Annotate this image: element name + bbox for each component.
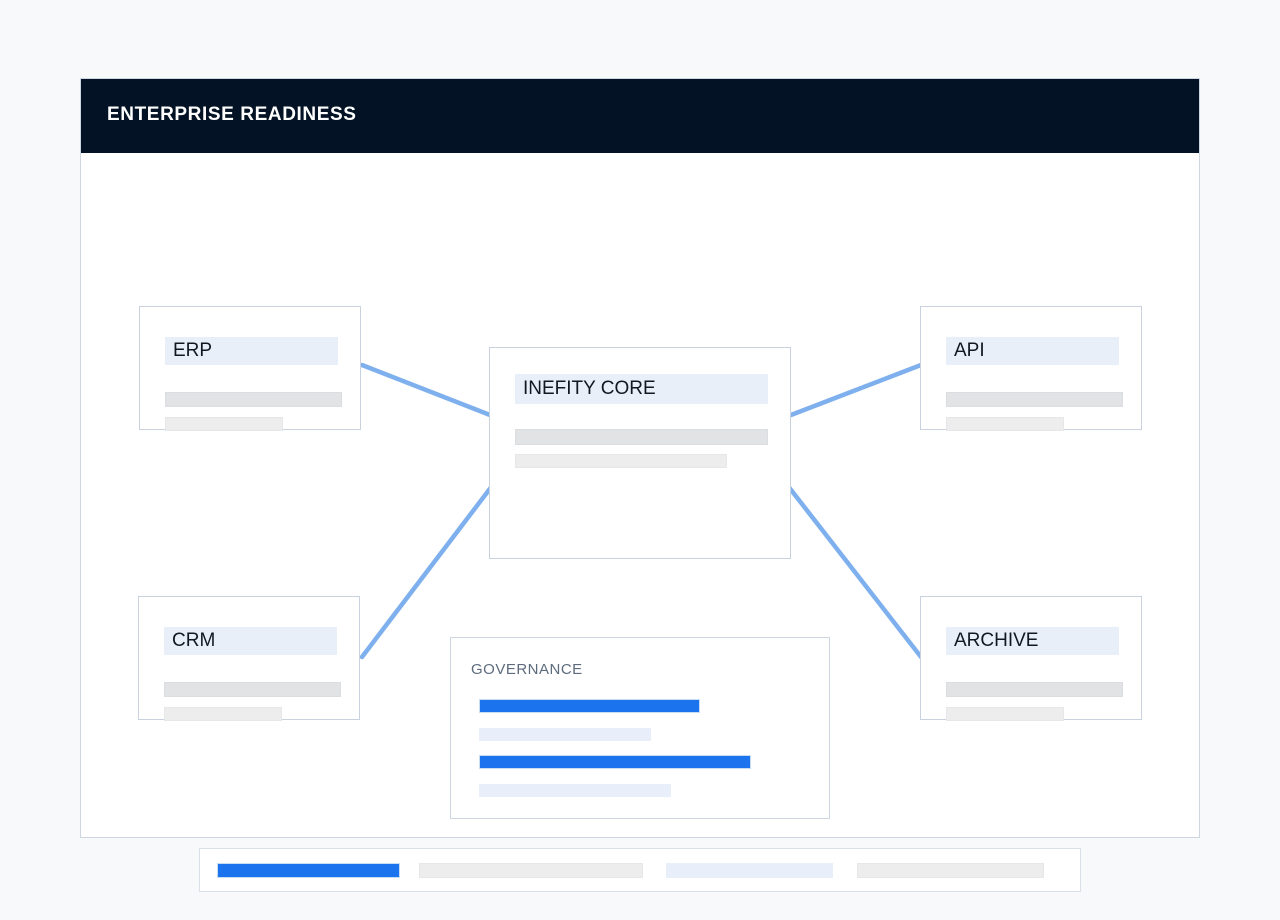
node-archive-placeholder-1 [946,682,1123,697]
node-archive-title: ARCHIVE [946,627,1119,655]
connector-core-to-archive [785,483,924,660]
diagram-frame: ENTERPRISE READINESS ERP API CRM [80,78,1200,892]
node-api-placeholder-2 [946,417,1064,431]
node-api-placeholder-1 [946,392,1123,407]
governance-row-1 [479,699,700,713]
connector-erp-to-core [359,362,493,418]
node-erp-placeholder-2 [165,417,283,431]
node-crm-placeholder-2 [164,707,282,721]
node-archive-placeholder-2 [946,707,1064,721]
status-segment-1[interactable] [217,863,400,878]
governance-title: GOVERNANCE [471,661,583,678]
governance-row-4 [479,784,671,797]
node-core[interactable]: INEFITY CORE [489,347,791,559]
node-crm-placeholder-1 [164,682,341,697]
node-api-title: API [946,337,1119,365]
node-archive[interactable]: ARCHIVE [920,596,1142,721]
node-core-title: INEFITY CORE [515,374,768,404]
node-api[interactable]: API [920,306,1142,431]
panel-governance[interactable]: GOVERNANCE [450,637,830,819]
node-erp[interactable]: ERP [139,306,361,431]
status-segment-3[interactable] [666,863,833,878]
node-core-placeholder-2 [515,454,727,468]
status-segment-2[interactable] [419,863,643,878]
status-segment-4[interactable] [857,863,1044,878]
node-core-placeholder-1 [515,429,768,445]
node-crm-title: CRM [164,627,337,655]
connector-core-to-api [788,362,924,418]
header-bar: ENTERPRISE READINESS [81,79,1199,153]
connector-crm-to-core [359,483,495,660]
node-erp-title: ERP [165,337,338,365]
node-crm[interactable]: CRM [138,596,360,721]
status-strip [199,848,1081,892]
governance-row-2 [479,728,651,741]
diagram-canvas: ERP API CRM ARCHIVE INEFITY CORE GOVERNA… [81,153,1199,892]
governance-row-3 [479,755,751,769]
page-title: ENTERPRISE READINESS [107,104,357,125]
node-erp-placeholder-1 [165,392,342,407]
